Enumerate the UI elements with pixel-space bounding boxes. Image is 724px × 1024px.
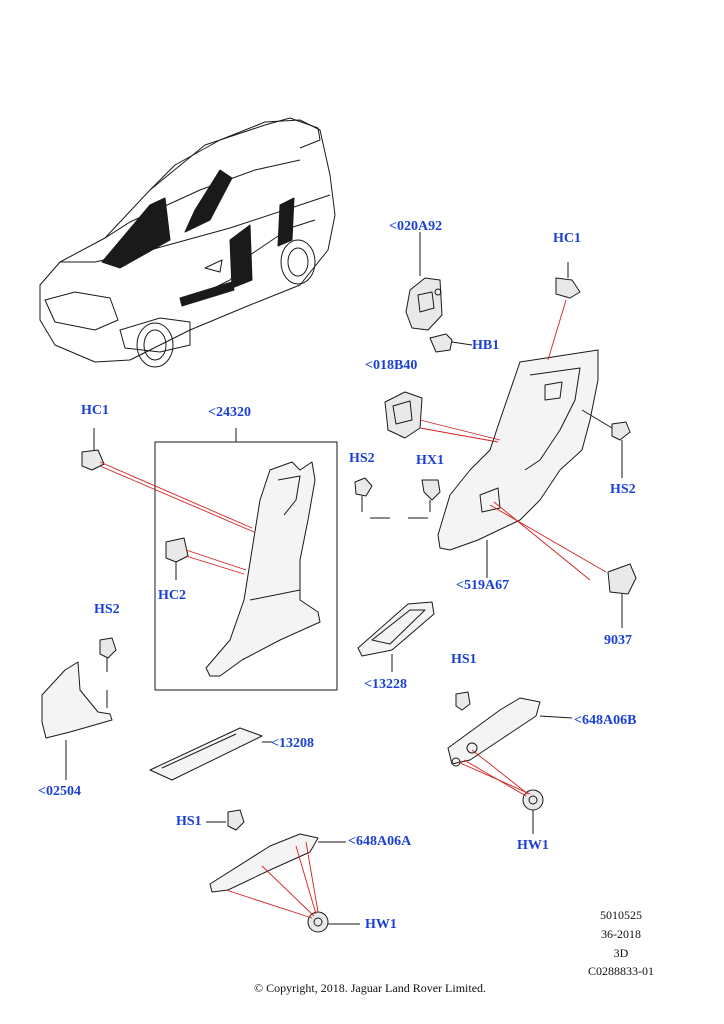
label-519a67: <519A67 [456, 578, 510, 593]
label-648a06a: <648A06A [348, 834, 412, 849]
screw-hs2-left [99, 637, 117, 708]
label-hb1: HB1 [472, 338, 500, 353]
washer-hw1-bottom [307, 911, 360, 933]
box-24320 [154, 428, 338, 691]
trim-02504 [41, 661, 113, 780]
label-9037: 9037 [604, 633, 632, 648]
label-hc1-right: HC1 [553, 231, 581, 246]
screw-hs1-right [455, 691, 471, 711]
screw-hs2-mid [354, 477, 390, 519]
bracket-648a06b [447, 697, 573, 767]
label-hc2: HC2 [158, 588, 186, 603]
label-hs2-mid: HS2 [349, 451, 375, 466]
label-hs2-right: HS2 [610, 482, 636, 497]
label-hs1-right: HS1 [451, 652, 477, 667]
cover-9037 [607, 563, 637, 628]
diagram-id-line2: 36-2018 [601, 927, 641, 941]
label-hs1-left: HS1 [176, 814, 202, 829]
clip-hc1-left [81, 428, 105, 471]
label-hx1: HX1 [416, 453, 444, 468]
vehicle-illustration [39, 117, 336, 368]
screw-hs1-left [206, 809, 245, 831]
screw-hs2-right [581, 409, 631, 478]
label-hw1-bottom: HW1 [365, 917, 397, 932]
trim-519a67 [437, 349, 599, 551]
label-hc1-left: HC1 [81, 403, 109, 418]
diagram-id-line3: 3D [613, 946, 629, 960]
bracket-020a92 [405, 277, 443, 331]
module-018b40 [384, 391, 423, 439]
label-020a92: <020A92 [389, 219, 443, 234]
bolt-hb1 [429, 333, 473, 353]
washer-hw1-right [522, 789, 544, 834]
sill-plate-13208 [149, 727, 272, 781]
clip-hc1-right [555, 262, 581, 299]
label-13208: <13208 [271, 736, 314, 751]
label-648a06b: <648A06B [574, 713, 637, 728]
label-hw1-right: HW1 [517, 838, 549, 853]
label-018b40: <018B40 [365, 358, 418, 373]
label-hs2-left: HS2 [94, 602, 120, 617]
bracket-648a06a [209, 833, 346, 893]
clip-hc2 [165, 537, 189, 580]
label-13228: <13228 [364, 677, 407, 692]
clip-hx1 [408, 479, 441, 519]
diagram-id-line1: 5010525 [600, 908, 642, 922]
sill-13228 [357, 601, 435, 672]
diagram-id-line4: C0288833-01 [588, 964, 654, 978]
red-leader-lines [99, 299, 607, 919]
label-24320: <24320 [208, 405, 251, 420]
copyright-text: © Copyright, 2018. Jaguar Land Rover Lim… [253, 981, 487, 995]
label-02504: <02504 [38, 784, 81, 799]
